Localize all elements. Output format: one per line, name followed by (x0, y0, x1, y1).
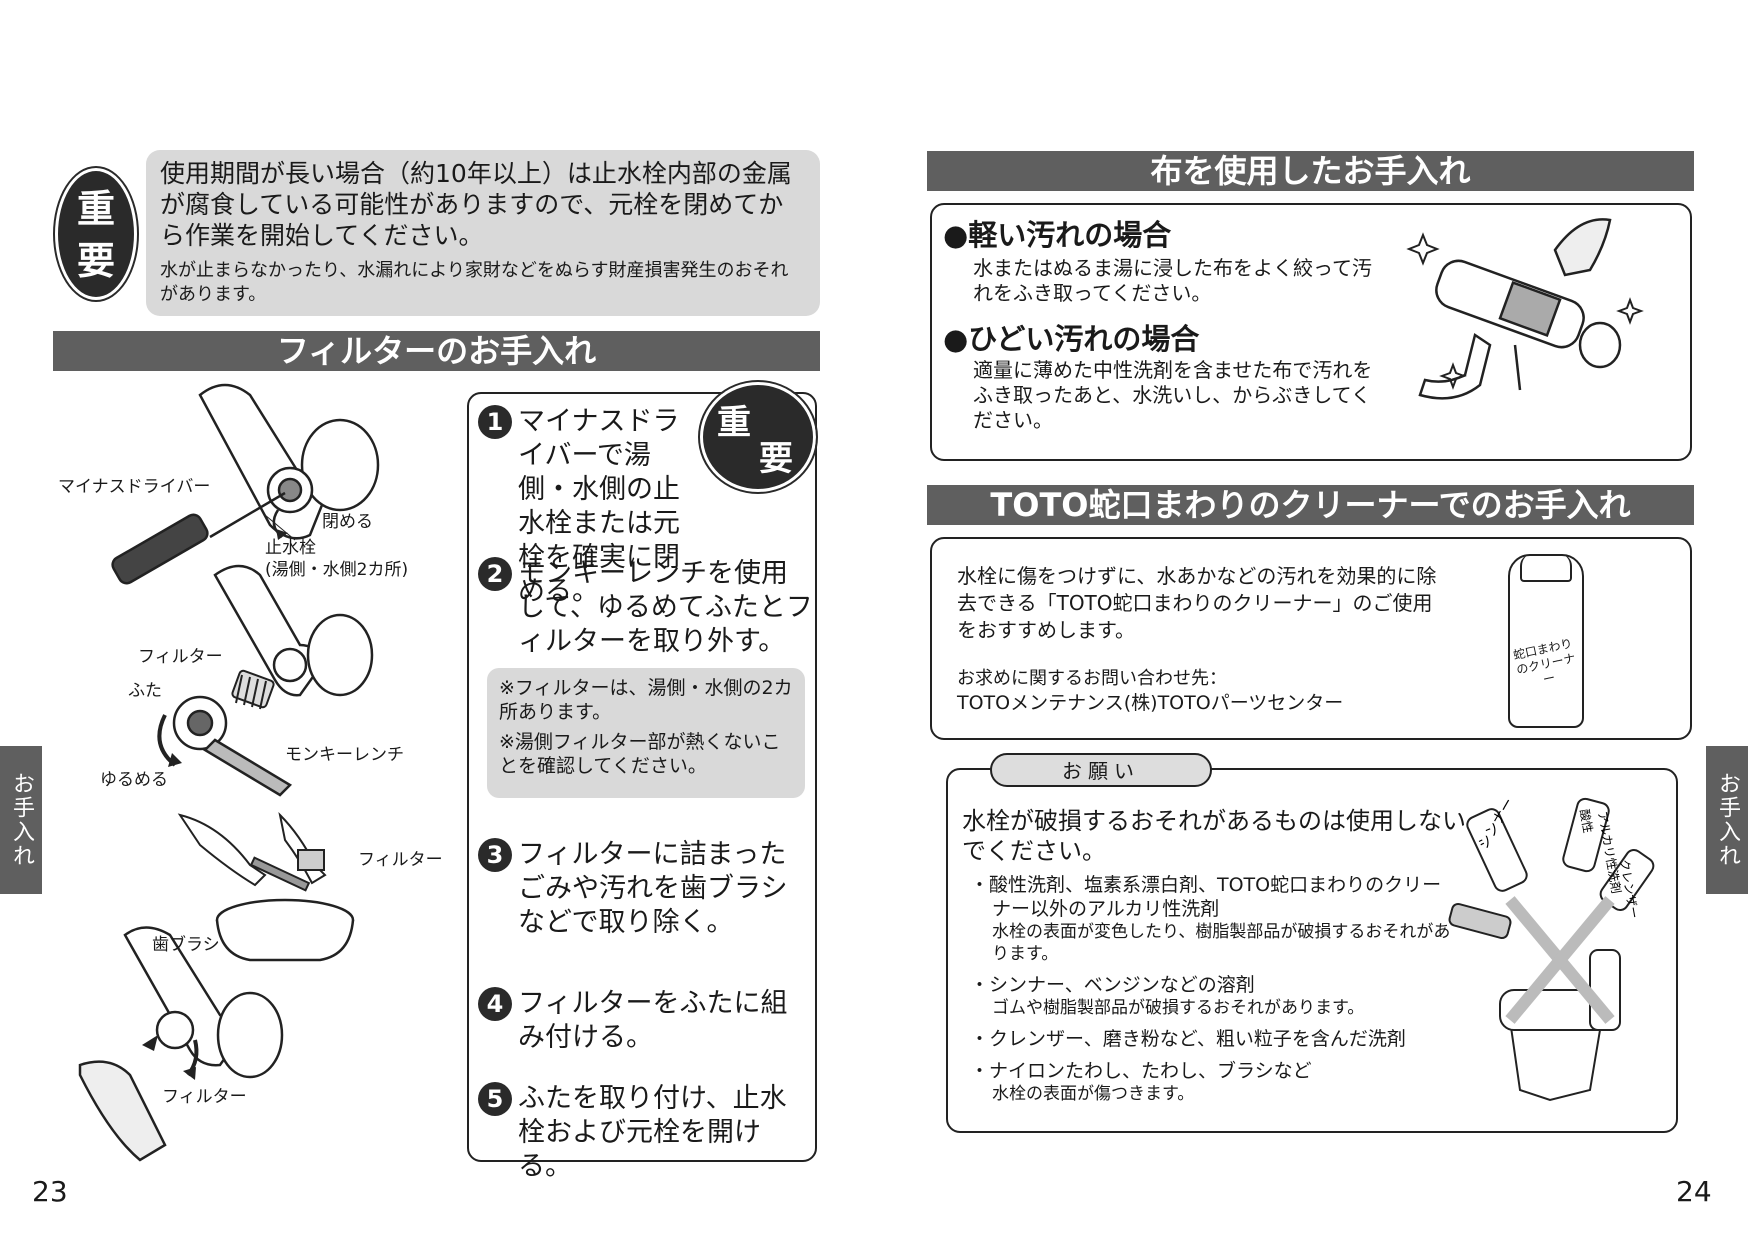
label-filter-3: フィルター (162, 1087, 247, 1107)
light-dirt-text: 水またはぬるま湯に浸した布をよく絞って汚れをふき取ってください。 (973, 256, 1372, 305)
bowl-drawing (215, 898, 355, 962)
cleaner-bottle: 蛇口まわりのクリーナー (1508, 554, 1584, 728)
request-bullet-list: ・酸性洗剤、塩素系漂白剤、TOTO蛇口まわりのクリーナー以外のアルカリ性洗剤 水… (970, 873, 1460, 1105)
step-number-1: 1 (478, 405, 512, 439)
request-main-text: 水栓が破損するおそれがあるものは使用しないでください。 (962, 807, 1466, 865)
step-text-4: フィルターをふたに組み付ける。 (518, 988, 788, 1053)
cloth-section-title: 布を使用したお手入れ (927, 151, 1694, 191)
cleaner-section-title: TOTO蛇口まわりのクリーナーでのお手入れ (927, 485, 1694, 525)
step-number-2: 2 (478, 557, 512, 591)
left-side-tab: お手入れ (0, 746, 42, 894)
filter-drawing (231, 669, 275, 710)
bullet-title-3: ・クレンザー、磨き粉など、粗い粒子を含んだ洗剤 (970, 1028, 1406, 1050)
bullet-item-4: ・ナイロンたわし、たわし、ブラシなど 水栓の表面が傷つきます。 (970, 1059, 1460, 1105)
step-4: 4 フィルターをふたに組み付ける。 (478, 987, 813, 1055)
label-filter-2: フィルター (358, 850, 443, 870)
step-3: 3 フィルターに詰まったごみや汚れを歯ブラシなどで取り除く。 (478, 838, 813, 940)
page-number-left: 23 (32, 1175, 68, 1208)
prohibited-items-illustration: シンナー 酸性 アルカリ性洗剤 クレンザー (1448, 796, 1655, 1102)
bullet-note-4: 水栓の表面が傷つきます。 (992, 1084, 1195, 1104)
contact-label: お求めに関するお問い合わせ先： (957, 668, 1227, 689)
faucet-valve-drawing-2 (213, 564, 374, 697)
right-side-tab: お手入れ (1706, 746, 1748, 894)
bottle-cap (1520, 554, 1572, 582)
request-tab: お願い (990, 753, 1212, 787)
bullet-title-4: ・ナイロンたわし、たわし、ブラシなど (970, 1060, 1312, 1082)
label-lid: ふた (128, 681, 162, 701)
label-filter-1: フィルター (138, 647, 223, 667)
bottle-label-alkali: アルカリ性洗剤 (1595, 810, 1624, 895)
screwdriver-drawing (111, 491, 286, 585)
step-important-badge: 重 要 (698, 380, 818, 494)
hands-toothbrush-drawing (177, 811, 327, 892)
badge-char-2: 要 (76, 239, 115, 283)
label-valve: 止水栓 (265, 538, 316, 558)
bullet-title-1: ・酸性洗剤、塩素系漂白剤、TOTO蛇口まわりのクリーナー以外のアルカリ性洗剤 (970, 874, 1442, 920)
bullet-title-2: ・シンナー、ベンジンなどの溶剤 (970, 974, 1255, 996)
step-5: 5 ふたを取り付け、止水栓および元栓を開ける。 (478, 1082, 813, 1184)
label-toothbrush: 歯ブラシ (152, 935, 220, 955)
step-number-3: 3 (478, 838, 512, 872)
contact-value: TOTOメンテナンス(株)TOTOパーツセンター (957, 692, 1344, 714)
step-text-3: フィルターに詰まったごみや汚れを歯ブラシなどで取り除く。 (518, 839, 788, 938)
bottle-label: 蛇口まわりのクリーナー (1511, 636, 1577, 687)
step-2: 2 モンキーレンチを使用して、ゆるめてふたとフィルターを取り外す。 (478, 557, 813, 659)
heavy-dirt-heading: ●ひどい汚れの場合 (943, 322, 1200, 356)
bullet-note-2: ゴムや樹脂製部品が破損するおそれがあります。 (992, 998, 1365, 1018)
badge-char-1: 重 (76, 187, 115, 231)
warning-box: 使用期間が長い場合（約10年以上）は止水栓内部の金属が腐食している可能性がありま… (146, 150, 820, 316)
step-number-5: 5 (478, 1082, 512, 1116)
bottle-label-acid: 酸性 (1577, 808, 1596, 834)
step-text-5: ふたを取り付け、止水栓および元栓を開ける。 (518, 1083, 787, 1182)
step-badge-char-2: 要 (759, 439, 793, 479)
step-text-2: モンキーレンチを使用して、ゆるめてふたとフィルターを取り外す。 (518, 558, 813, 657)
label-screwdriver: マイナスドライバー (58, 477, 211, 497)
label-close: 閉める (322, 512, 373, 532)
step-number-4: 4 (478, 987, 512, 1021)
bullet-item-1: ・酸性洗剤、塩素系漂白剤、TOTO蛇口まわりのクリーナー以外のアルカリ性洗剤 水… (970, 873, 1460, 965)
note-1: ※フィルターは、湯側・水側の2カ所あります。 (499, 677, 793, 723)
page-number-right: 24 (1676, 1175, 1712, 1208)
label-loosen: ゆるめる (100, 770, 168, 790)
step-1: 1 マイナスドライバーで湯側・水側の止水栓または元栓を確実に閉める。 (478, 405, 703, 609)
note-2: ※湯側フィルター部が熱くないことを確認してください。 (499, 731, 781, 777)
warning-main-text: 使用期間が長い場合（約10年以上）は止水栓内部の金属が腐食している可能性がありま… (160, 159, 792, 250)
important-badge: 重 要 (53, 166, 139, 302)
label-wrench: モンキーレンチ (285, 745, 404, 765)
step-badge-char-1: 重 (717, 403, 751, 443)
faucet-valve-drawing-3 (78, 926, 284, 1162)
bullet-item-3: ・クレンザー、磨き粉など、粗い粒子を含んだ洗剤 (970, 1027, 1460, 1051)
cleaner-text: 水栓に傷をつけずに、水あかなどの汚れを効果的に除去できる「TOTO蛇口まわりのク… (957, 564, 1437, 642)
wrench-drawing (172, 695, 293, 797)
bullet-item-2: ・シンナー、ベンジンなどの溶剤 ゴムや樹脂製部品が破損するおそれがあります。 (970, 973, 1460, 1019)
step-text-1: マイナスドライバーで湯側・水側の止水栓または元栓を確実に閉める。 (518, 406, 680, 607)
bullet-note-1: 水栓の表面が変色したり、樹脂製部品が破損するおそれがあります。 (992, 922, 1451, 964)
filter-section-title: フィルターのお手入れ (53, 331, 820, 371)
step-notes-box: ※フィルターは、湯側・水側の2カ所あります。 ※湯側フィルター部が熱くないことを… (487, 668, 805, 798)
heavy-dirt-text: 適量に薄めた中性洗剤を含ませた布で汚れをふき取ったあと、水洗いし、からぶきしてく… (973, 358, 1373, 432)
faucet-valve-drawing-1 (198, 383, 380, 540)
filter-maintenance-illustration (78, 383, 380, 1162)
warning-sub-text: 水が止まらなかったり、水漏れにより家財などをぬらす財産損害発生のおそれがあります… (160, 260, 789, 305)
faucet-cloth-illustration (1406, 218, 1644, 400)
label-valve-note: (湯側・水側2カ所) (265, 560, 409, 580)
light-dirt-heading: ●軽い汚れの場合 (943, 218, 1172, 252)
